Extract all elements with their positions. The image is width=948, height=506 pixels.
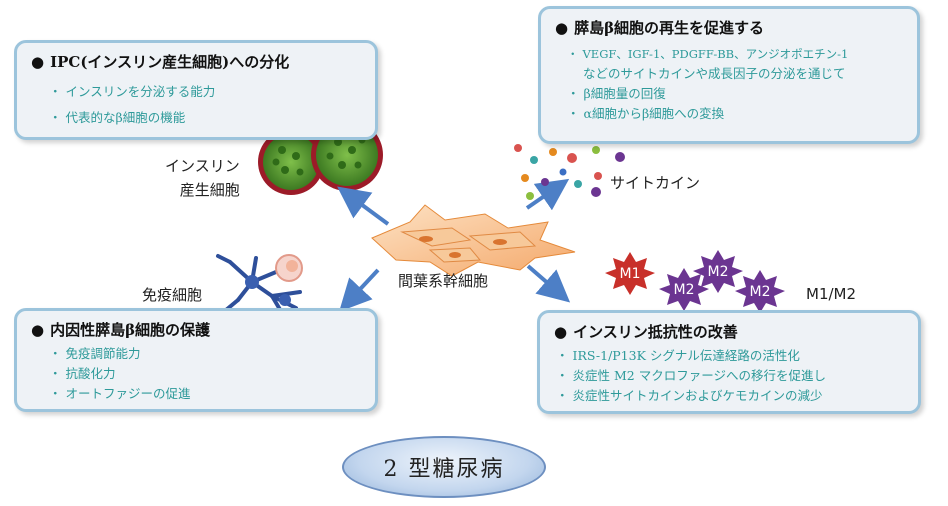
cytokine-label: サイトカイン: [610, 174, 701, 192]
list-item: ・β細胞量の回復: [567, 86, 666, 101]
box-title: インスリン抵抗性の改善: [573, 323, 738, 341]
beta-cell-protection-box: ● 内因性膵島β細胞の保護 ・免疫調節能力 ・抗酸化力 ・オートファジーの促進: [14, 308, 378, 412]
m2-label: M2: [674, 282, 695, 298]
list-item: ・炎症性サイトカインおよびケモカインの減少: [556, 388, 823, 403]
insulin-resistance-box: ● インスリン抵抗性の改善 ・IRS-1/P13K シグナル伝達経路の活性化 ・炎…: [537, 310, 921, 414]
list-item: ・代表的なβ細胞の機能: [49, 110, 186, 125]
list-item: ・免疫調節能力: [49, 346, 141, 361]
ipc-differentiation-box: ● IPC(インスリン産生細胞)への分化 ・インスリンを分泌する能力 ・代表的なβ…: [14, 40, 378, 140]
bullet-icon: ●: [31, 321, 45, 339]
cytokine-dots: [514, 144, 625, 200]
msc-label: 間葉系幹細胞: [398, 272, 489, 290]
m1m2-label: M1/M2: [806, 285, 857, 303]
type2-diabetes-ellipse: 2 型糖尿病: [342, 436, 546, 498]
box-title: 膵島β細胞の再生を促進する: [574, 19, 765, 37]
beta-cell-regeneration-box: ● 膵島β細胞の再生を促進する ・VEGF、IGF-1、PDGFF-BB、アンジオ…: [538, 6, 920, 144]
box-title: 内因性膵島β細胞の保護: [50, 321, 211, 339]
macrophage-m2-icon: M2 M2 M2: [659, 250, 785, 313]
list-item: ・オートファジーの促進: [49, 386, 191, 401]
list-item: ・VEGF、IGF-1、PDGFF-BB、アンジオポエチン-1: [567, 47, 849, 61]
bullet-icon: ●: [554, 323, 568, 341]
macrophage-m1-icon: M1: [605, 252, 655, 295]
bullet-icon: ●: [555, 19, 569, 37]
mesenchymal-stem-cell-icon: [371, 204, 576, 277]
arrows: [337, 178, 571, 312]
m2-label: M2: [708, 264, 729, 280]
m1-label: M1: [620, 266, 641, 282]
list-item: ・炎症性 M2 マクロファージへの移行を促進し: [556, 368, 826, 383]
immune-cell-label: 免疫細胞: [142, 286, 203, 304]
list-item: ・抗酸化力: [49, 366, 116, 381]
list-item: などのサイトカインや成長因子の分泌を通じて: [583, 66, 846, 81]
m2-label: M2: [750, 284, 771, 300]
list-item: ・IRS-1/P13K シグナル伝達経路の活性化: [556, 348, 800, 363]
list-item: ・α細胞からβ細胞への変換: [567, 106, 725, 121]
list-item: ・インスリンを分泌する能力: [49, 84, 216, 99]
box-title: IPC(インスリン産生細胞)への分化: [50, 53, 290, 71]
insulin-cell-label: インスリン 産生細胞: [165, 157, 240, 199]
bullet-icon: ●: [31, 53, 45, 71]
disease-label: 2 型糖尿病: [383, 457, 505, 482]
